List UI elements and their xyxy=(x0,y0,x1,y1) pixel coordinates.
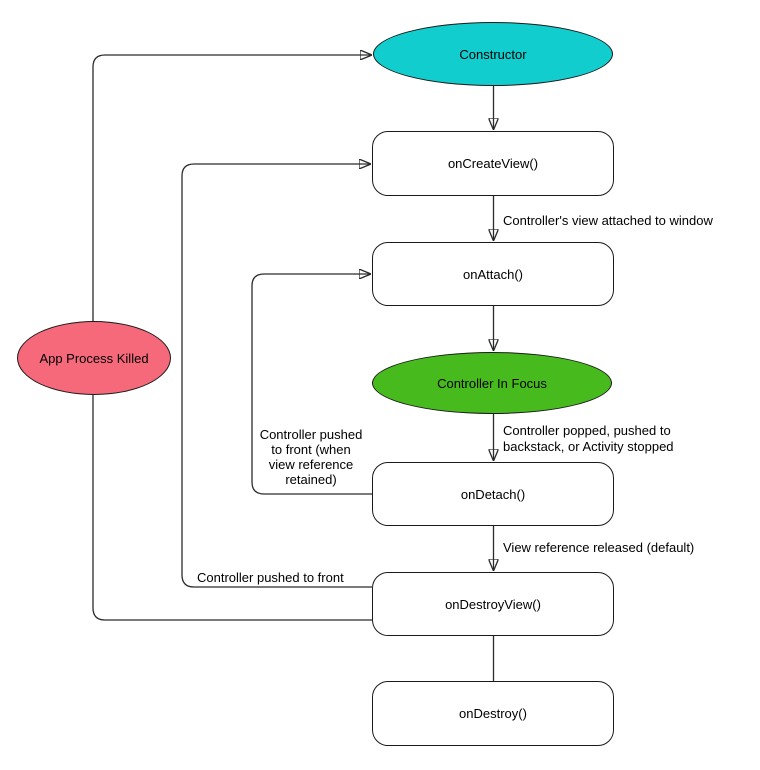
node-onattach-label: onAttach() xyxy=(463,266,523,282)
node-controller-in-focus: Controller In Focus xyxy=(372,352,612,414)
node-controller-in-focus-label: Controller In Focus xyxy=(437,375,547,391)
edge-label-popped-or-stopped: Controller popped, pushed to backstack, … xyxy=(503,423,674,454)
node-app-process-killed-label: App Process Killed xyxy=(39,350,149,366)
edge-label-pushed-front-retained: Controller pushed to front (when view re… xyxy=(259,427,363,487)
node-oncreateview: onCreateView() xyxy=(372,131,614,196)
node-constructor-label: Constructor xyxy=(459,46,527,62)
edge-label-view-released: View reference released (default) xyxy=(503,540,695,555)
node-ondestroyview-label: onDestroyView() xyxy=(445,596,541,612)
edge-label-view-attached: Controller's view attached to window xyxy=(503,213,713,228)
node-constructor: Constructor xyxy=(373,22,613,86)
node-oncreateview-label: onCreateView() xyxy=(447,156,539,171)
node-ondetach: onDetach() xyxy=(372,462,614,526)
node-ondestroy-label: onDestroy() xyxy=(459,706,527,721)
edge-ondetach-to-onattach-loop xyxy=(251,274,372,495)
edge-label-pushed-front: Controller pushed to front xyxy=(197,570,344,585)
node-ondestroyview: onDestroyView() xyxy=(372,572,614,636)
node-onattach: onAttach() xyxy=(372,242,614,306)
node-ondetach-label: onDetach() xyxy=(460,486,526,502)
node-app-process-killed: App Process Killed xyxy=(17,321,171,395)
edge-ondestroyview-to-oncreateview-loop xyxy=(181,164,372,588)
node-ondestroy: onDestroy() xyxy=(372,681,614,746)
